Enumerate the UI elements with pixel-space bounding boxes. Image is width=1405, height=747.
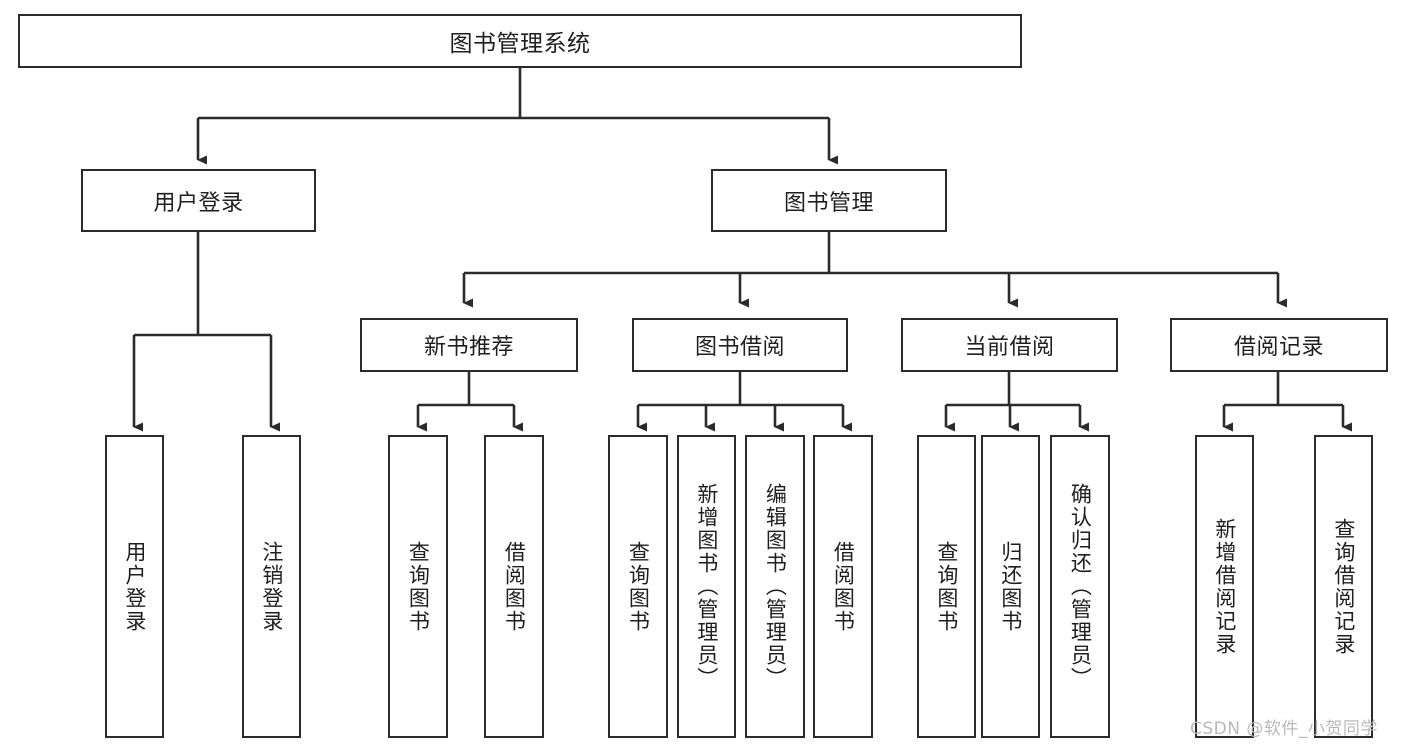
node-current-borrow[interactable]: 当前借阅	[901, 318, 1118, 372]
node-leaf-query-book-3[interactable]: 查询图书	[917, 435, 976, 738]
node-leaf-add-record[interactable]: 新增借阅记录	[1195, 435, 1254, 738]
node-leaf-query-record-label: 查询借阅记录	[1331, 517, 1356, 656]
node-leaf-edit-book-label: 编辑图书（管理员）	[763, 483, 788, 690]
node-leaf-add-book[interactable]: 新增图书（管理员）	[677, 435, 736, 738]
node-leaf-add-record-label: 新增借阅记录	[1212, 517, 1237, 656]
node-book-manage[interactable]: 图书管理	[711, 169, 947, 232]
node-book-manage-label: 图书管理	[783, 190, 874, 216]
node-leaf-borrow-book-1[interactable]: 借阅图书	[484, 435, 544, 738]
node-leaf-borrow-book-1-label: 借阅图书	[502, 540, 527, 633]
node-leaf-user-login[interactable]: 用户登录	[105, 435, 164, 738]
node-new-book-rec[interactable]: 新书推荐	[360, 318, 578, 372]
node-book-borrow-label: 图书借阅	[694, 335, 785, 360]
node-root-label: 图书管理系统	[449, 31, 591, 57]
node-leaf-query-book-2[interactable]: 查询图书	[608, 435, 668, 738]
node-leaf-confirm-return[interactable]: 确认归还（管理员）	[1050, 435, 1110, 738]
node-user-login[interactable]: 用户登录	[81, 169, 316, 232]
node-root[interactable]: 图书管理系统	[18, 14, 1022, 68]
node-user-login-label: 用户登录	[153, 190, 244, 216]
node-leaf-confirm-return-label: 确认归还（管理员）	[1068, 483, 1093, 690]
node-new-book-rec-label: 新书推荐	[423, 335, 514, 360]
node-current-borrow-label: 当前借阅	[964, 335, 1055, 360]
node-leaf-query-book-2-label: 查询图书	[626, 540, 651, 633]
node-leaf-query-book-3-label: 查询图书	[934, 540, 959, 633]
node-leaf-borrow-book-2-label: 借阅图书	[831, 540, 856, 633]
node-leaf-return-book-label: 归还图书	[998, 540, 1023, 633]
node-leaf-query-record[interactable]: 查询借阅记录	[1314, 435, 1373, 738]
node-leaf-user-logout[interactable]: 注销登录	[242, 435, 301, 738]
node-borrow-record[interactable]: 借阅记录	[1170, 318, 1388, 372]
node-leaf-return-book[interactable]: 归还图书	[981, 435, 1040, 738]
csdn-watermark: CSDN @软件_小贺同学	[1190, 719, 1378, 739]
node-leaf-query-book-1[interactable]: 查询图书	[388, 435, 448, 738]
node-leaf-query-book-1-label: 查询图书	[406, 540, 431, 633]
node-leaf-borrow-book-2[interactable]: 借阅图书	[813, 435, 873, 738]
node-leaf-user-logout-label: 注销登录	[259, 540, 284, 633]
node-leaf-add-book-label: 新增图书（管理员）	[694, 483, 719, 690]
node-book-borrow[interactable]: 图书借阅	[632, 318, 848, 372]
node-leaf-user-login-label: 用户登录	[122, 540, 147, 633]
node-leaf-edit-book[interactable]: 编辑图书（管理员）	[745, 435, 805, 738]
node-borrow-record-label: 借阅记录	[1233, 335, 1324, 360]
